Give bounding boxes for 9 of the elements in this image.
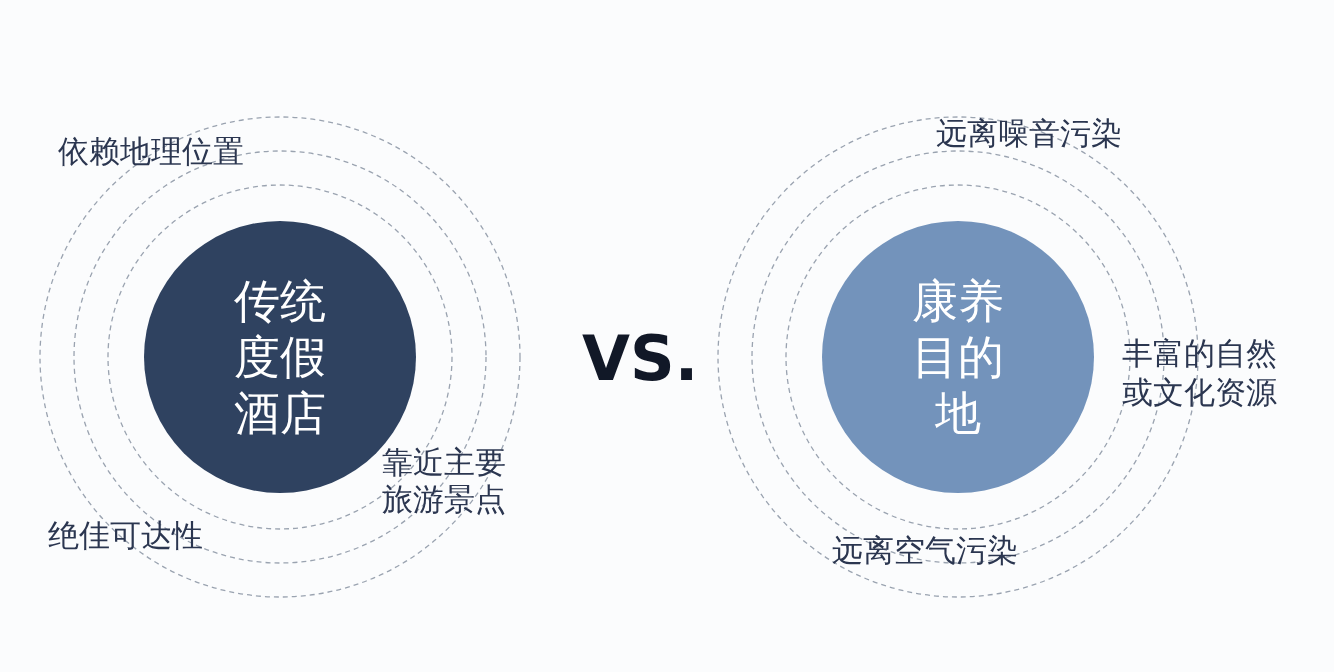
- label-text: 丰富的自然或文化资源: [1122, 334, 1277, 412]
- node-title: 康养目的地: [912, 272, 1004, 442]
- label-text: 绝佳可达性: [48, 516, 203, 555]
- label-text: 远离空气污染: [832, 531, 1018, 570]
- label-text: 靠近主要旅游景点: [382, 444, 506, 519]
- label-text: 依赖地理位置: [58, 132, 244, 171]
- label-text: 远离噪音污染: [936, 114, 1122, 153]
- node-title: 传统度假酒店: [234, 272, 326, 442]
- label-text: VS.: [582, 321, 699, 397]
